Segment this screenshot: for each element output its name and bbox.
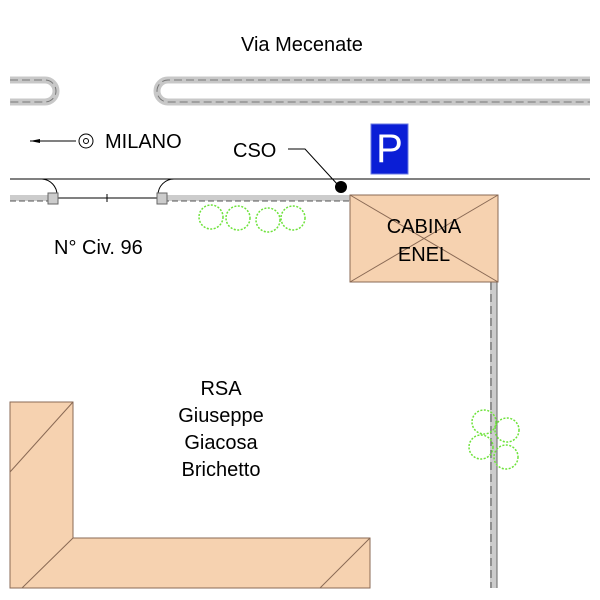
direction-arrow-icon xyxy=(30,133,94,149)
civic-number-label: N° Civ. 96 xyxy=(54,237,143,259)
parking-sign-icon xyxy=(370,123,409,175)
street-name-label: Via Mecenate xyxy=(241,34,363,56)
building-label-line: Giuseppe xyxy=(178,405,264,427)
cabin-label-line1: CABINA xyxy=(386,216,462,238)
gate-post xyxy=(156,192,168,205)
parking-sign-label: P xyxy=(376,127,403,171)
shrubs-side xyxy=(468,409,520,470)
building-label-line: Giacosa xyxy=(184,432,258,454)
cabin-label-line2: ENEL xyxy=(397,244,451,266)
cabina-enel-box xyxy=(349,194,499,283)
fence-front xyxy=(10,192,350,205)
road-island-right xyxy=(153,76,590,106)
building-label: RSA Giuseppe Giacosa Brichetto xyxy=(151,376,291,484)
cso-leader xyxy=(288,148,339,186)
gate-arc-left xyxy=(10,178,58,196)
road-island-left xyxy=(10,76,60,106)
cabin-label: CABINA ENEL xyxy=(350,213,498,269)
fence-side xyxy=(490,282,498,588)
cso-label: CSO xyxy=(233,140,277,162)
rsa-building xyxy=(9,401,371,589)
gate-post xyxy=(47,192,59,205)
direction-label: MILANO xyxy=(105,131,182,153)
building-label-line: Brichetto xyxy=(181,459,261,481)
building-label-line: RSA xyxy=(200,378,242,400)
shrubs-front xyxy=(198,204,306,233)
cso-point-icon xyxy=(335,181,347,193)
